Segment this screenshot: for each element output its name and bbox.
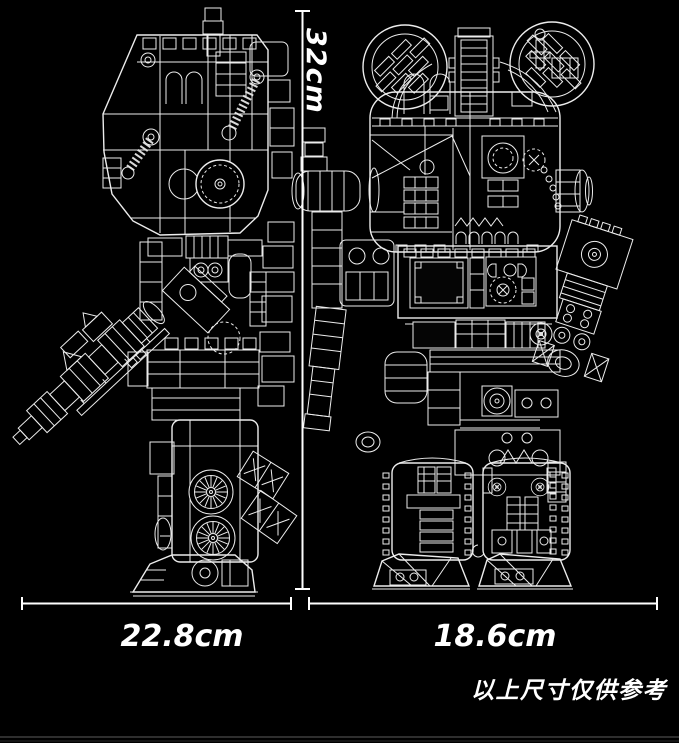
height-dimension-label: 32cm	[300, 28, 331, 114]
side-gun-arm	[12, 301, 171, 446]
bottom-divider-shadow	[0, 740, 679, 742]
side-antenna	[202, 7, 224, 57]
front-arm-right	[531, 214, 634, 383]
front-eye	[481, 135, 525, 179]
side-torso	[139, 221, 295, 355]
width-front-view-label: 18.6cm	[433, 619, 557, 654]
side-leg	[149, 419, 298, 563]
front-abdomen	[384, 319, 561, 429]
front-face-gear	[522, 148, 546, 172]
front-mouth	[454, 217, 504, 227]
width-dimension-line-right	[308, 597, 658, 610]
width-dimension-line-left	[21, 597, 292, 610]
front-cheek-grille-left	[403, 176, 439, 229]
front-foot-left	[372, 553, 471, 590]
width-side-view-label: 22.8cm	[120, 619, 244, 654]
figure-front-view	[291, 21, 634, 590]
front-leg-left	[382, 457, 474, 561]
front-leg-right	[482, 457, 571, 561]
height-dimension-line	[295, 10, 310, 590]
side-waist	[127, 331, 295, 421]
side-wheel-upper	[188, 469, 234, 515]
front-head	[368, 73, 593, 253]
side-gun-shoulder	[161, 265, 231, 334]
side-head	[102, 34, 295, 236]
side-wheel-lower	[190, 515, 236, 561]
front-chest-gear	[489, 276, 517, 304]
front-pelvis	[454, 429, 561, 558]
figure-side-view	[12, 7, 298, 597]
front-arm-left	[291, 127, 395, 453]
front-torso	[397, 245, 558, 325]
side-foot	[130, 554, 258, 597]
front-head-top	[391, 27, 557, 119]
front-foot-right	[477, 553, 573, 590]
front-side-bolt	[555, 169, 593, 213]
disclaimer-text: 以上尺寸仅供参考	[471, 678, 667, 704]
side-speaker-disc	[168, 159, 245, 209]
side-hose-lower	[125, 137, 154, 173]
bottom-divider-line	[0, 736, 679, 738]
front-ear-right	[509, 21, 595, 107]
front-ear-left	[362, 24, 448, 110]
front-cheek-grille-right	[487, 179, 519, 208]
